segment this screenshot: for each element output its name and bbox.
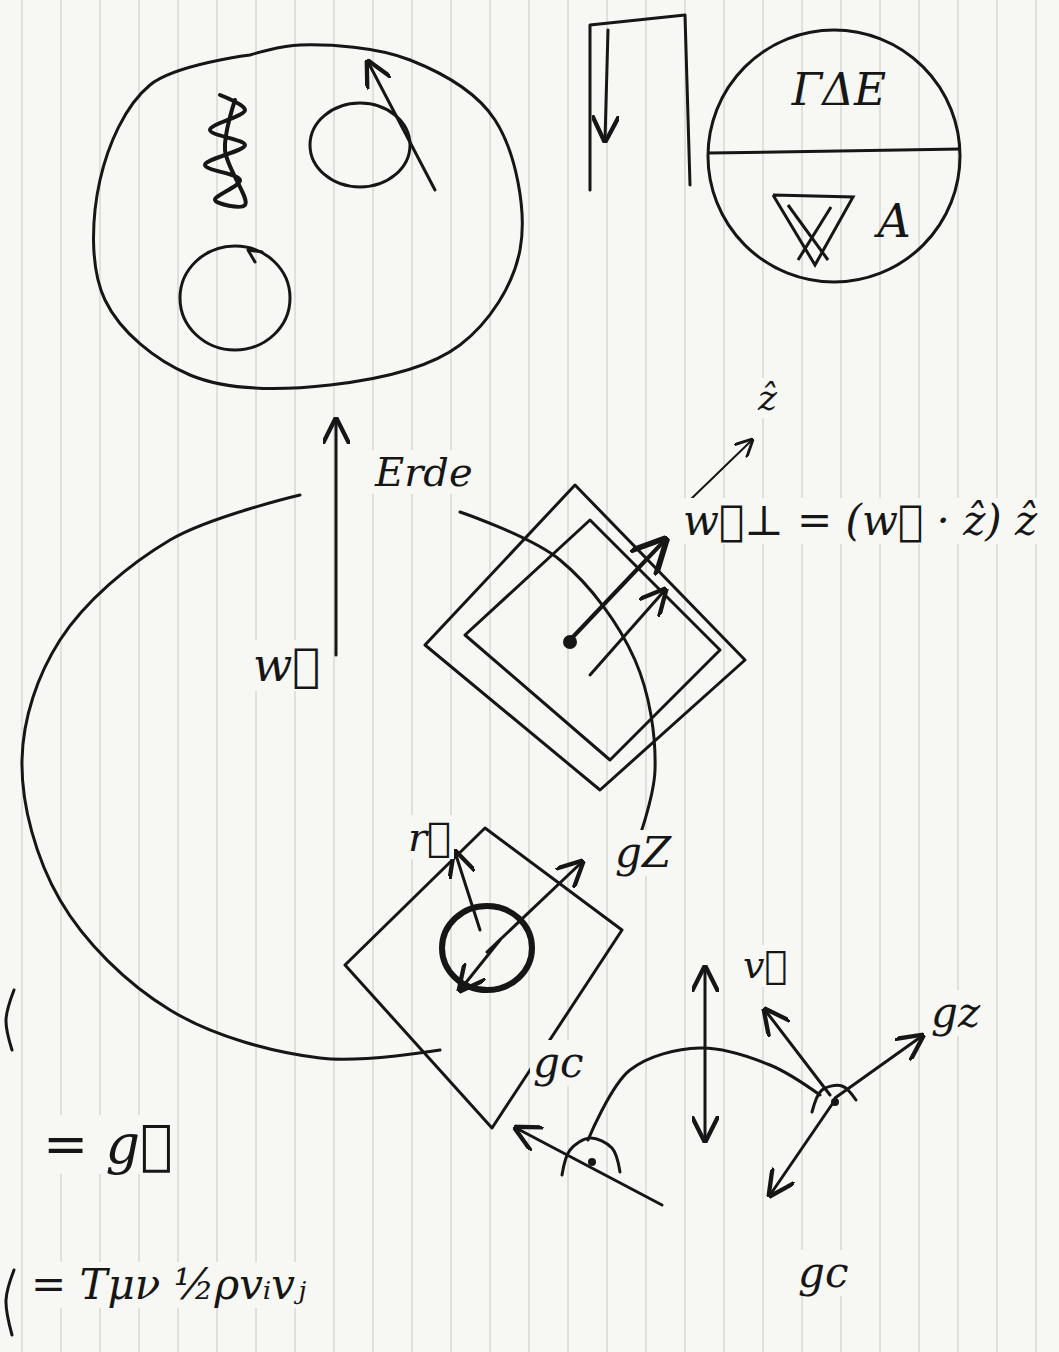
handwritten-label: w⃗: [250, 640, 323, 691]
vertical-arrow: [704, 968, 707, 1140]
ruling-line: [529, 0, 530, 1352]
gc-arrow: [770, 1100, 835, 1195]
emblem-outline: [703, 25, 965, 287]
ruling-line: [178, 0, 179, 1352]
gz-arrow: [835, 1036, 922, 1098]
handwritten-label: gz: [928, 990, 983, 1036]
handwritten-label: gZ: [612, 830, 674, 876]
emblem-letter: A: [877, 196, 910, 247]
ruling-line: [997, 0, 998, 1352]
ruling-line: [22, 0, 23, 1352]
handwritten-label: v⃗: [740, 945, 790, 987]
gc-arrow: [460, 940, 500, 990]
ruling-line: [724, 0, 725, 1352]
vortex-circle: [180, 246, 290, 350]
gZ-arrow: [487, 862, 582, 952]
ruling-line: [1036, 0, 1037, 1352]
vortex-axis: [368, 62, 435, 190]
earth-outline: [460, 512, 655, 850]
z-axis-arrow: [690, 440, 752, 500]
ruling-line: [919, 0, 920, 1352]
projection-arrow: [590, 590, 665, 675]
ruling-line: [607, 0, 608, 1352]
ruling-line: [568, 0, 569, 1352]
v-arrow: [765, 1010, 830, 1095]
handwritten-label: = Tμν ½ρvᵢvⱼ: [28, 1262, 309, 1308]
figure-eye: [588, 1158, 596, 1166]
handwritten-label: ẑ: [755, 378, 780, 418]
frame-symbol: [590, 15, 690, 190]
ruling-line: [373, 0, 374, 1352]
emblem-circle: ΓΔE A: [703, 25, 965, 287]
ruling-line: [490, 0, 491, 1352]
handwritten-label: gc: [795, 1250, 851, 1296]
ruling-line: [646, 0, 647, 1352]
ruling-line: [451, 0, 452, 1352]
ruling-line: [334, 0, 335, 1352]
r-arrow: [455, 852, 480, 930]
region-outline: [94, 45, 523, 389]
earth-outline: [22, 495, 440, 1059]
bracket: [6, 990, 14, 1050]
ruling-line: [958, 0, 959, 1352]
frame-arrow: [605, 30, 608, 140]
orbit-circle: [442, 906, 532, 990]
handwritten-label: r⃗: [405, 815, 454, 859]
projection-arrow: [570, 540, 665, 640]
handwritten-label: w⃗⊥ = (w⃗ · ẑ) ẑ: [680, 498, 1040, 544]
handwritten-label: = g⃗: [40, 1115, 175, 1174]
ruling-line: [841, 0, 842, 1352]
rotation-tick: [248, 250, 262, 262]
scribble: [205, 95, 246, 207]
ruling-line: [412, 0, 413, 1352]
ruling-line: [685, 0, 686, 1352]
point: [563, 635, 577, 649]
ruling-line: [763, 0, 764, 1352]
bracket: [6, 1270, 14, 1335]
emblem-letters: ΓΔE: [792, 66, 886, 114]
tangent-plane: [465, 520, 720, 760]
rotation-vector: [335, 420, 338, 655]
handwritten-label: Erde: [372, 450, 476, 494]
handwritten-label: gc: [530, 1040, 586, 1086]
tangent-plane: [345, 828, 622, 1128]
